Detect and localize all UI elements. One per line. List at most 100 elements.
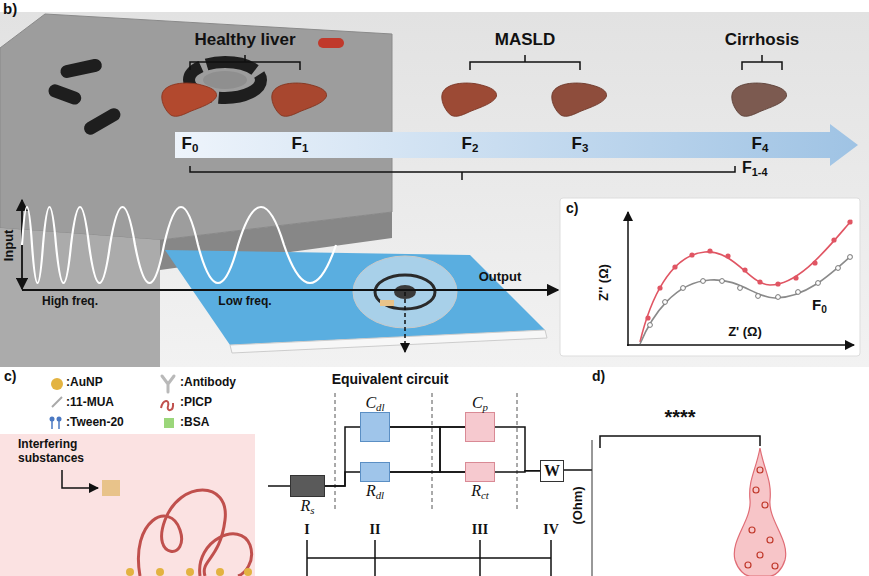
liver-icon [442,83,497,116]
sensor-surface [62,470,98,488]
circuit-wire [495,471,540,472]
liver-icon [732,83,787,116]
fibrosis-grade: F4 [752,134,769,154]
resistor-box: Rdl [360,462,390,482]
violin-plot [592,440,593,576]
legend-text: :BSA [180,416,209,430]
sensor-surface [0,434,255,576]
nyquist-inset [725,253,730,258]
violin-plot [757,467,763,473]
panel-letter: d) [592,368,605,384]
violin-plot [600,436,760,448]
nyquist-inset [701,279,706,284]
component-label: Cp [472,394,488,412]
nyquist-inset [775,281,780,286]
legend-text: :Tween-20 [66,416,124,430]
sensor-surface [126,568,134,576]
legend-icon [50,417,55,422]
panel-letter: c) [4,368,16,384]
legend-text: :PICP [180,396,212,410]
resistor-box: Rct [465,462,495,482]
legend-icon [161,401,173,410]
nyquist-inset [847,219,852,224]
nyquist-inset [793,275,798,280]
violin-plot [745,562,751,568]
nyquist-inset [657,285,662,290]
warburg-box: W [540,460,564,482]
reader-device [0,14,392,240]
axis-label: Output [479,270,522,285]
fibrosis-grade: F3 [572,134,589,154]
panel-letter: c) [566,200,578,216]
circuit-wire [390,427,465,472]
violin-plot [745,467,778,569]
circuit-title: Equivalent circuit [332,371,449,387]
nyquist-inset [707,248,712,253]
legend-icon [162,376,174,392]
legend-icon [51,378,63,390]
fibrosis-grade: F2 [462,134,479,154]
component-label: Rct [471,482,489,500]
fibrosis-grade: F1 [292,134,309,154]
violin-plot [749,527,755,533]
reader-device [59,58,103,79]
group-bracket [190,166,735,180]
nyquist-inset [831,237,836,242]
circuit-wire [390,471,465,473]
stage-label: Cirrhosis [725,30,800,50]
nyquist-inset [776,295,781,300]
nyquist-inset [663,300,668,305]
nyquist-inset [816,281,821,286]
resistor-box: Rs [290,475,325,497]
circuit-lead [268,470,592,576]
sensor-surface [156,568,164,576]
reader-device [203,71,247,89]
panel-ground [0,12,869,367]
liver-icon [272,83,327,116]
frequency-label: Low freq. [218,295,271,309]
panel-ground [0,12,869,367]
nyquist-inset [689,252,694,257]
nyquist-inset [672,264,677,269]
axis-label: Z' (Ω) [728,325,762,340]
violin-plot [592,436,786,576]
group-bracket [742,55,782,70]
nyquist-inset [812,260,817,265]
reader-device [82,106,123,137]
roman-numeral: I [304,522,309,538]
roman-numeral: II [370,522,381,538]
nyquist-inset [796,290,801,295]
violin-plot [734,448,785,576]
legend-text: :AuNP [66,376,103,390]
violin-plot [772,563,778,569]
circuit-lead [562,469,592,471]
nyquist-inset [742,267,747,272]
sample-drop [380,300,394,306]
sensor-surface [216,568,224,576]
section-divider [335,393,336,512]
roman-numeral: III [472,522,488,538]
nyquist-inset [720,279,725,284]
sensor-surface [186,568,194,576]
nyquist-inset [627,212,629,346]
component-label: Cdl [365,394,384,412]
sensor-surface [0,434,255,576]
reader-device [318,38,344,48]
sensor-surface [138,490,225,576]
section-divider [517,393,518,512]
sensor-surface [200,534,252,576]
fibrosis-grade: F0 [182,134,199,154]
circuit-wire [325,427,360,486]
test-strip [165,250,547,353]
signal-axes [22,289,558,291]
reader-device [47,83,83,107]
nyquist-inset [836,266,841,271]
liver-icon [552,83,607,116]
axis-label: (Ohm) [571,486,586,524]
nyquist-inset [648,255,853,328]
circuit-wire [495,427,540,471]
input-wave [22,207,336,283]
nyquist-inset [848,255,853,260]
